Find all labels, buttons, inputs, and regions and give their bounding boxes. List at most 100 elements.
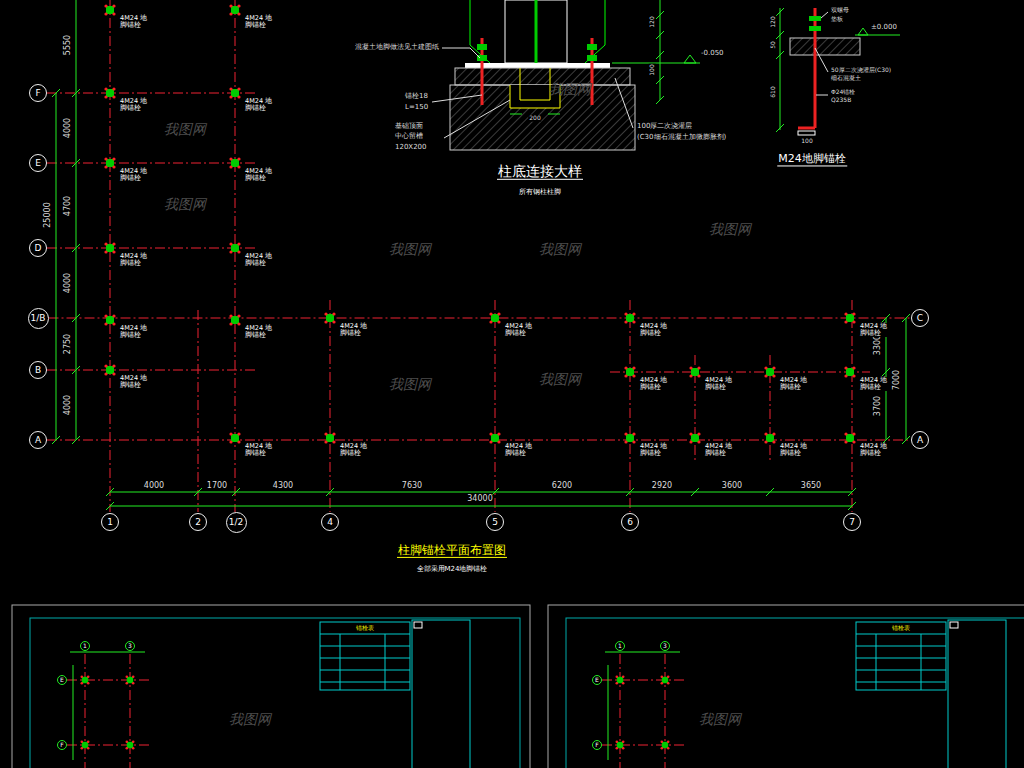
column-symbols — [81, 4, 856, 749]
dimension: 100 — [800, 138, 813, 145]
grid-bubble: 1/2 — [226, 512, 247, 533]
grid-bubble: A — [29, 431, 47, 449]
bolt-dot — [126, 682, 129, 685]
dimension: 100 — [649, 63, 656, 76]
column-symbol — [491, 314, 499, 322]
bolt-dot — [237, 4, 240, 7]
bolt-dot — [332, 320, 335, 323]
dimension: 7000 — [893, 369, 902, 391]
column-symbol — [231, 6, 239, 14]
column-symbol — [846, 368, 854, 376]
bolt-dot — [229, 440, 232, 443]
watermark: 我图网 — [228, 712, 272, 727]
anchor-bolt-note: 4M24 地脚锚栓 — [119, 15, 149, 29]
dimension: 120 — [770, 15, 777, 28]
grid-bubble: F — [29, 84, 47, 102]
bolt-dot — [112, 242, 115, 245]
bolt-dot — [104, 250, 107, 253]
column-symbol — [82, 742, 88, 748]
bolt-dot — [81, 741, 84, 744]
bolt-dot — [229, 322, 232, 325]
bolt-dot — [616, 676, 619, 679]
bolt-dot — [616, 747, 619, 750]
bolt-dot — [661, 682, 664, 685]
column-symbol — [662, 677, 668, 683]
bolt-dot — [237, 242, 240, 245]
callout-note: 100厚二次浇灌层 — [636, 123, 693, 131]
grid-label: 1 — [107, 518, 113, 527]
column-symbol — [626, 434, 634, 442]
bolt-dot — [104, 372, 107, 375]
dimension: 50 — [770, 40, 777, 50]
bolt-dot — [112, 314, 115, 317]
anchor-bolt-note: 4M24 地脚锚栓 — [119, 375, 149, 389]
watermark: 我图网 — [698, 712, 742, 727]
anchor-bolt-note: 4M24 地脚锚栓 — [339, 443, 369, 457]
bolt-dot — [844, 320, 847, 323]
callout-note: 混凝土地脚做法见土建图纸 — [354, 44, 440, 52]
grid-label: 1/B — [31, 314, 46, 323]
dimension: 120 — [649, 15, 656, 28]
bolt-dot — [229, 95, 232, 98]
dimension: 5550 — [64, 34, 73, 56]
bolt-dot — [689, 440, 692, 443]
drawing-title: 柱脚锚栓平面布置图 — [397, 544, 507, 558]
grid-bubble: B — [29, 361, 47, 379]
drawing-caption: 全部采用M24地脚锚栓 — [416, 566, 489, 574]
bolt-dot — [104, 87, 107, 90]
anchor-bolt-note: 4M24 地脚锚栓 — [704, 377, 734, 391]
column-symbol — [106, 366, 114, 374]
watermark: 我图网 — [538, 242, 582, 257]
bolt-dot — [616, 741, 619, 744]
column-symbol — [617, 742, 623, 748]
bolt-dot — [624, 312, 627, 315]
grid-bubble: 5 — [486, 513, 504, 531]
column-symbol — [106, 244, 114, 252]
callout-note: 基础顶面 — [394, 123, 424, 131]
watermark: 我图网 — [388, 242, 432, 257]
bolt-dot — [112, 364, 115, 367]
dimension: 1700 — [206, 482, 228, 491]
column-symbol — [846, 314, 854, 322]
callout-note: (C30细石混凝土加微膨胀剂) — [636, 134, 727, 142]
dimension: 200 — [528, 115, 541, 122]
bolt-dot — [229, 314, 232, 317]
dimension: 34000 — [466, 495, 493, 504]
dimension: 3700 — [874, 395, 883, 417]
grid-bubble: 3 — [125, 641, 135, 651]
bolt-dot — [126, 747, 129, 750]
bolt-dot — [104, 165, 107, 168]
bolt-dot — [104, 322, 107, 325]
sheet-frames — [12, 605, 1024, 768]
grid-label: 2 — [195, 518, 201, 527]
grid-label: F — [35, 89, 40, 98]
bolt-dot — [632, 374, 635, 377]
bolt-dot — [624, 440, 627, 443]
bolt-dot — [237, 12, 240, 15]
bolt-dot — [126, 676, 129, 679]
bolt-dot — [237, 95, 240, 98]
watermark: 我图网 — [163, 122, 207, 137]
column-symbol — [691, 434, 699, 442]
bolt-dot — [697, 432, 700, 435]
bolt-dot — [844, 432, 847, 435]
dimension: 4700 — [64, 195, 73, 217]
dimension: 4000 — [64, 117, 73, 139]
bolt-dot — [667, 747, 670, 750]
bolt-dot — [667, 741, 670, 744]
bolt-dot — [844, 374, 847, 377]
bolt-dot — [237, 314, 240, 317]
bolt-dot — [489, 432, 492, 435]
grid-bubble: F — [57, 740, 67, 750]
column-symbol — [106, 159, 114, 167]
detail-subtitle: 所有钢柱柱脚 — [518, 189, 562, 197]
bolt-dot — [689, 374, 692, 377]
watermark: 我图网 — [388, 377, 432, 392]
bolt-dot — [689, 432, 692, 435]
bolt-dot — [632, 312, 635, 315]
bolt-dot — [624, 432, 627, 435]
dimension: 3600 — [721, 482, 743, 491]
anchor-bolt-note: 4M24 地脚锚栓 — [639, 323, 669, 337]
anchor-bolt-note: 4M24 地脚锚栓 — [639, 443, 669, 457]
bolt-dot — [497, 432, 500, 435]
